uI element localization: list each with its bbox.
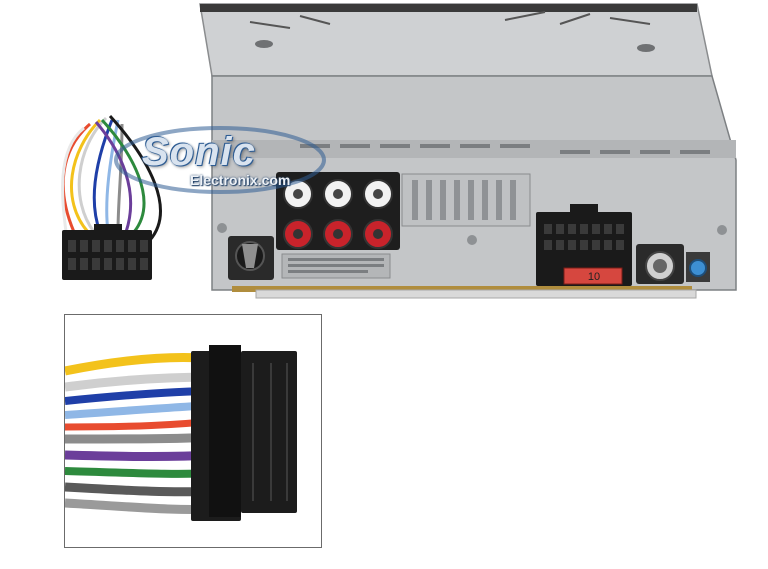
- rca-jack-white: [323, 179, 353, 209]
- watermark: Sonic Electronix.com: [112, 124, 332, 204]
- rca-jack-white: [283, 179, 313, 209]
- rca-outputs: [276, 172, 400, 250]
- harness-closeup-inset: [64, 314, 322, 548]
- mini-din-connector: [636, 244, 684, 284]
- watermark-swoosh: [114, 126, 326, 194]
- harness-closeup-photo: [64, 345, 297, 521]
- rca-jack-white: [363, 179, 393, 209]
- rca-jack-red: [283, 219, 313, 249]
- fuse-rating-label: 10: [587, 271, 601, 283]
- fuse: [563, 267, 623, 285]
- rca-jack-red: [323, 219, 353, 249]
- chassis-top-plate: [199, 3, 713, 77]
- rca-jack-red: [363, 219, 393, 249]
- screw-icon: [717, 225, 727, 235]
- screw-icon: [217, 223, 227, 233]
- watermark-site: Electronix.com: [190, 172, 291, 188]
- screw-icon: [467, 235, 477, 245]
- heat-sink: [401, 173, 531, 227]
- blue-jack: [686, 252, 710, 282]
- wiring-harness-socket: [536, 204, 632, 286]
- wiring-harness-plug: [61, 114, 162, 280]
- watermark-brand: Sonic: [142, 130, 256, 174]
- antenna-jack: [228, 236, 274, 280]
